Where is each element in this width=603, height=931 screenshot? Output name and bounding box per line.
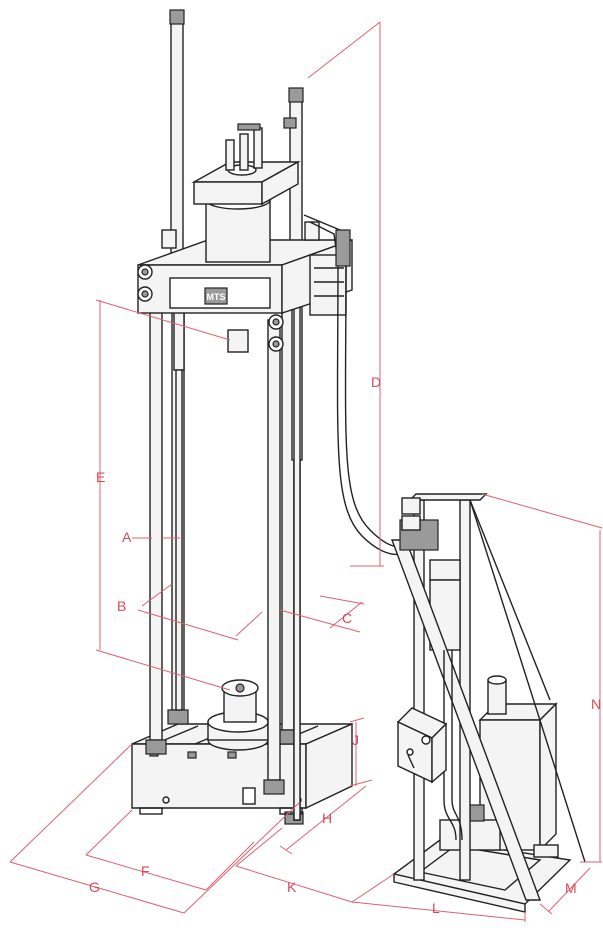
label-f: F: [141, 863, 150, 879]
hydraulic-hoses: [303, 214, 403, 556]
dimension-labels: A B C D E F G H J K L M N: [89, 374, 601, 916]
front-columns: [145, 299, 285, 795]
dimension-lines: [9, 21, 603, 922]
frame-base: [131, 722, 353, 825]
label-l: L: [432, 900, 440, 916]
hpu-frame: [390, 493, 586, 901]
actuator-cylinder: [191, 117, 301, 263]
control-box: [396, 707, 448, 784]
nameplate-text: MTS: [207, 292, 226, 302]
hydraulic-power-unit: [390, 493, 586, 913]
crosshead: MTS: [137, 221, 353, 352]
label-g: G: [89, 879, 100, 895]
label-a: A: [122, 529, 132, 545]
label-n: N: [591, 696, 601, 712]
load-frame: MTS: [131, 9, 403, 825]
label-b: B: [117, 598, 126, 614]
grip-fixture: [207, 679, 269, 751]
actuator-rod: [227, 329, 249, 353]
label-k: K: [287, 879, 297, 895]
label-j: J: [352, 732, 359, 748]
label-d: D: [371, 374, 381, 390]
label-m: M: [565, 880, 577, 896]
label-c: C: [342, 610, 352, 626]
label-h: H: [322, 810, 332, 826]
nameplate-badge: [204, 287, 228, 305]
label-e: E: [96, 469, 105, 485]
